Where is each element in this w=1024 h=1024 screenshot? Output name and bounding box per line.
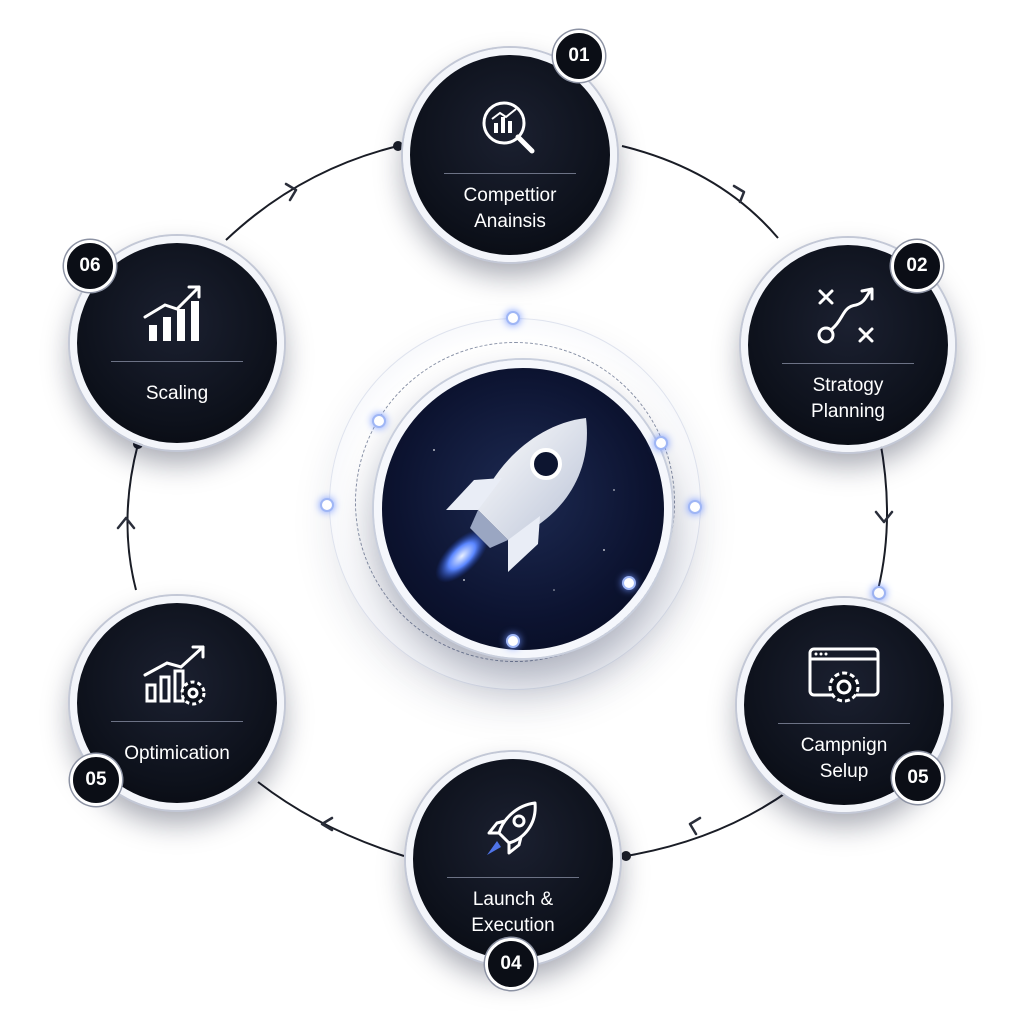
step-number-badge: 02	[891, 240, 943, 292]
step-label: Compettior Anainsis	[463, 185, 557, 232]
arrow-head	[320, 816, 334, 832]
arrow-head	[688, 816, 702, 836]
divider	[778, 723, 910, 724]
orbit-dot	[320, 498, 334, 512]
rocket-icon	[487, 801, 537, 855]
step-number-badge: 01	[553, 30, 605, 82]
browser-gear-icon	[808, 647, 880, 703]
step-strategy-planning: Stratogy Planning	[741, 238, 955, 452]
divider	[444, 173, 576, 174]
step-campaign-setup: Campnign Selup	[737, 598, 951, 812]
chart-gear-icon	[143, 645, 206, 706]
connector-04-05	[257, 781, 405, 857]
connector-dot	[621, 851, 631, 861]
orbit-dot	[872, 586, 886, 600]
growth-chart-icon	[143, 285, 201, 341]
orbit-dot	[688, 500, 702, 514]
step-label: Campnign Selup	[800, 735, 888, 782]
step-number-badge: 05	[892, 752, 944, 804]
rocket-icon	[433, 418, 615, 591]
arrow-head	[732, 184, 746, 204]
orbit-dot	[372, 414, 386, 428]
strategy-play-icon	[817, 287, 874, 344]
step-number-badge: 06	[64, 240, 116, 292]
arrow-head	[284, 182, 298, 202]
divider	[111, 721, 243, 722]
orbit-dot	[506, 311, 520, 325]
connector-01-02	[621, 145, 779, 239]
connector-05-06	[126, 443, 139, 591]
step-label: Launch & Execution	[471, 889, 555, 936]
center-dashed-ring	[355, 342, 675, 662]
arrow-head	[874, 510, 894, 524]
connector-03-04	[625, 789, 791, 857]
step-launch-execution: Launch & Execution	[406, 752, 620, 966]
step-label: Optimication	[124, 743, 230, 764]
center-hub	[374, 360, 672, 658]
step-label: Scaling	[145, 383, 209, 404]
step-number-badge: 04	[485, 938, 537, 990]
orbit-dot	[622, 576, 636, 590]
orbit-dot	[654, 436, 668, 450]
arrow-head	[116, 516, 136, 530]
magnifier-chart-icon	[482, 101, 535, 154]
divider	[447, 877, 579, 878]
connector-dot	[393, 141, 403, 151]
step-number-badge: 05	[70, 754, 122, 806]
divider	[782, 363, 914, 364]
step-label: Stratogy Planning	[811, 375, 885, 422]
orbit-dot	[506, 634, 520, 648]
step-competition-analysis: Compettior Anainsis	[403, 48, 617, 262]
divider	[111, 361, 243, 362]
connector-06-01	[225, 145, 399, 241]
